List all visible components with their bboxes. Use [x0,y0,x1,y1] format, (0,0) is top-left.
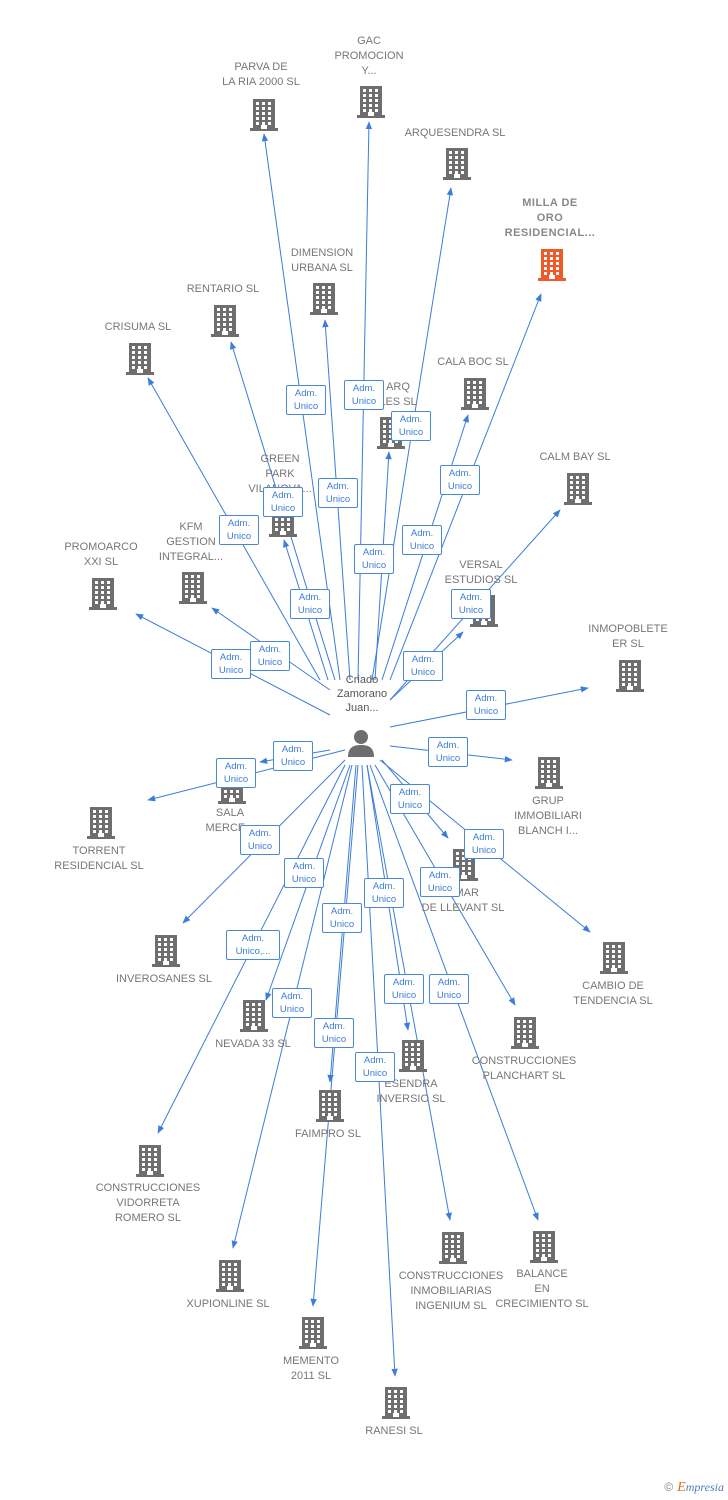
building-icon-grup[interactable] [535,755,563,789]
company-label-balance[interactable]: BALANCE EN CRECIMIENTO SL [495,1268,589,1310]
company-label-calmbay[interactable]: CALM BAY SL [539,451,611,463]
role-badge[interactable]: Adm. Unico [355,1052,395,1082]
company-label-plan[interactable]: CONSTRUCCIONES PLANCHART SL [471,1055,577,1082]
building-icon-milla[interactable] [538,247,566,281]
role-badge[interactable]: Adm. Unico [219,515,259,545]
company-label-ingenium[interactable]: CONSTRUCCIONES INMOBILIARIAS INGENIUM SL [398,1270,504,1312]
company-label-faimpro[interactable]: FAIMPRO SL [294,1128,362,1140]
building-icon-parva[interactable] [250,97,278,131]
building-icon-ranesi[interactable] [382,1385,410,1419]
building-icon-memento[interactable] [299,1315,327,1349]
building-icon-calmbay[interactable] [564,471,592,505]
company-label-inverosanes[interactable]: INVEROSANES SL [116,973,212,985]
company-label-arq[interactable]: ARQ LES SL [379,381,417,408]
building-icon-balance[interactable] [530,1229,558,1263]
building-icon-dimension[interactable] [310,281,338,315]
role-badge[interactable]: Adm. Unico [290,589,330,619]
role-badge[interactable]: Adm. Unico [440,465,480,495]
role-badge[interactable]: Adm. Unico [466,690,506,720]
building-icon-rentario[interactable] [211,303,239,337]
role-badge[interactable]: Adm. Unico [428,737,468,767]
company-label-esendra[interactable]: ESENDRA INVERSIO SL [376,1078,446,1105]
role-badge[interactable]: Adm. Unico [240,825,280,855]
role-badge[interactable]: Adm. Unico [364,878,404,908]
role-badge[interactable]: Adm. Unico [216,758,256,788]
footer-brand[interactable]: ©Empresia [664,1480,724,1496]
role-badge[interactable]: Adm. Unico [286,385,326,415]
company-label-arquesendra[interactable]: ARQUESENDRA SL [404,127,506,139]
company-label-calaboc[interactable]: CALA BOC SL [437,356,509,368]
person-name[interactable]: Criado Zamorano Juan... [336,674,388,714]
role-badge[interactable]: Adm. Unico [402,525,442,555]
role-badge[interactable]: Adm. Unico [250,641,290,671]
building-icon-faimpro[interactable] [316,1088,344,1122]
role-badge[interactable]: Adm. Unico [344,380,384,410]
company-label-kfm[interactable]: KFM GESTION INTEGRAL... [158,521,224,563]
building-icon-nevada[interactable] [240,998,268,1032]
building-icon-gac[interactable] [357,84,385,118]
copyright-symbol: © [664,1480,674,1494]
role-badge[interactable]: Adm. Unico,... [226,930,280,960]
role-badge[interactable]: Adm. Unico [314,1018,354,1048]
building-icon-calaboc[interactable] [461,376,489,410]
building-icon-crisuma[interactable] [126,341,154,375]
company-label-xupionline[interactable]: XUPIONLINE SL [186,1298,270,1310]
company-label-promoarco[interactable]: PROMOARCO XXI SL [64,541,138,568]
role-badge[interactable]: Adm. Unico [284,858,324,888]
building-icon-cambio[interactable] [600,940,628,974]
company-label-vidorreta[interactable]: CONSTRUCCIONES VIDORRETA ROMERO SL [95,1182,201,1224]
company-label-dimension[interactable]: DIMENSION URBANA SL [290,247,354,274]
company-label-torrent[interactable]: TORRENT RESIDENCIAL SL [54,845,144,872]
company-label-rentario[interactable]: RENTARIO SL [186,283,260,295]
building-icon-promoarco[interactable] [89,576,117,610]
company-label-versal[interactable]: VERSAL ESTUDIOS SL [444,559,518,586]
role-badge[interactable]: Adm. Unico [263,487,303,517]
building-icon-inmopoble[interactable] [616,658,644,692]
role-badge[interactable]: Adm. Unico [464,829,504,859]
building-icon-torrent[interactable] [87,805,115,839]
role-badge[interactable]: Adm. Unico [429,974,469,1004]
brand-logo-text: mpresia [685,1480,724,1494]
building-icon-ingenium[interactable] [439,1230,467,1264]
role-badge[interactable]: Adm. Unico [391,411,431,441]
role-badge[interactable]: Adm. Unico [322,903,362,933]
company-label-parva[interactable]: PARVA DE LA RIA 2000 SL [222,61,300,88]
building-icon-arquesendra[interactable] [443,146,471,180]
role-badge[interactable]: Adm. Unico [420,867,460,897]
role-badge[interactable]: Adm. Unico [273,741,313,771]
company-label-grup[interactable]: GRUP IMMOBILIARI BLANCH I... [514,795,582,837]
building-icon-esendra[interactable] [399,1038,427,1072]
person-icon[interactable] [345,727,377,759]
role-badge[interactable]: Adm. Unico [390,784,430,814]
role-badge[interactable]: Adm. Unico [318,478,358,508]
company-label-milla[interactable]: MILLA DE ORO RESIDENCIAL... [504,197,596,239]
role-badge[interactable]: Adm. Unico [354,544,394,574]
role-badge[interactable]: Adm. Unico [384,974,424,1004]
company-label-ranesi[interactable]: RANESI SL [365,1425,423,1437]
company-label-gac[interactable]: GAC PROMOCION Y... [334,35,404,77]
building-icon-vidorreta[interactable] [136,1143,164,1177]
role-badge[interactable]: Adm. Unico [272,988,312,1018]
company-label-crisuma[interactable]: CRISUMA SL [104,321,172,333]
role-badge[interactable]: Adm. Unico [403,651,443,681]
building-icon-plan[interactable] [511,1015,539,1049]
role-badge[interactable]: Adm. Unico [211,649,251,679]
building-icon-kfm[interactable] [179,570,207,604]
company-label-cambio[interactable]: CAMBIO DE TENDENCIA SL [573,980,653,1007]
company-label-inmopoble[interactable]: INMOPOBLETE ER SL [588,623,668,650]
company-label-memento[interactable]: MEMENTO 2011 SL [282,1355,340,1382]
company-label-amar[interactable]: AMAR DE LLEVANT SL [421,887,505,914]
building-icon-xupionline[interactable] [216,1258,244,1292]
role-badge[interactable]: Adm. Unico [451,589,491,619]
building-icon-inverosanes[interactable] [152,933,180,967]
brand-logo-e: E [677,1480,686,1495]
company-label-nevada[interactable]: NEVADA 33 SL [215,1038,291,1050]
